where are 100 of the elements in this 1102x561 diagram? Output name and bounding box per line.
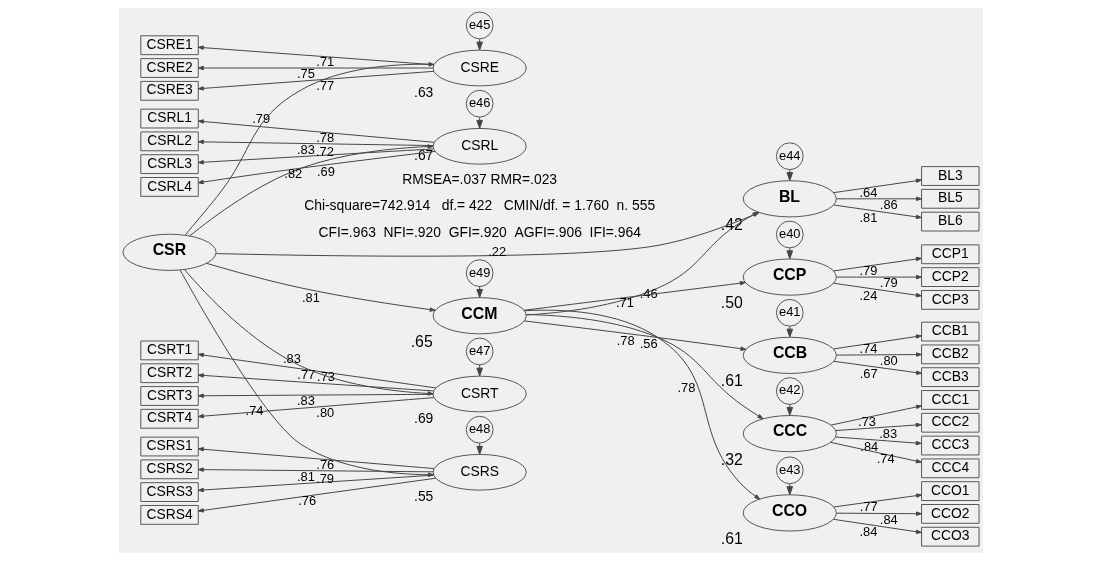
node-box: CSRT2 [140, 363, 199, 384]
node-box: CCC3 [921, 435, 980, 456]
arrow [189, 144, 434, 237]
node-label: .63 [414, 83, 434, 100]
edge-label: .71 [616, 294, 634, 310]
arrow [830, 441, 922, 464]
edge-label: .77 [859, 499, 878, 515]
node-box: CSRS2 [140, 459, 199, 480]
node-box: BL6 [921, 211, 980, 232]
node-label: .55 [414, 488, 434, 505]
edge-label: .84 [879, 511, 898, 527]
arrow [197, 148, 434, 165]
edge-label: .83 [296, 393, 315, 409]
node-label: .42 [720, 215, 743, 233]
arrow [830, 404, 922, 426]
arrow [524, 309, 761, 500]
arrow [197, 139, 434, 147]
edge-label: .77 [316, 78, 335, 94]
node-ellipse: CSRL [432, 127, 527, 165]
edge-label: .78 [616, 332, 635, 348]
node-ellipse: CSR [122, 233, 217, 271]
node-box: CCB2 [921, 344, 980, 365]
arrow [197, 45, 435, 66]
node-box: CCO2 [921, 504, 980, 524]
node-circle: e41 [775, 298, 804, 327]
node-ellipse: CSRT [432, 375, 527, 413]
node-box: CCC4 [921, 458, 980, 479]
edge-label: .86 [879, 197, 898, 213]
arrow [197, 477, 437, 513]
node-label: .50 [720, 293, 743, 311]
arrow [833, 178, 922, 194]
node-box: CCC2 [921, 412, 980, 433]
arrow [476, 442, 483, 455]
edge-label: .22 [488, 243, 507, 259]
edge-label: .71 [316, 54, 335, 70]
arrow [833, 360, 922, 375]
edge-label: .80 [879, 353, 898, 369]
label: RMSEA=.037 RMR=.023 [402, 170, 558, 187]
node-box: CSRL4 [140, 177, 199, 197]
node-box: CSRE1 [140, 35, 199, 56]
node-circle: e49 [465, 259, 494, 287]
edge-label: .78 [316, 129, 335, 145]
node-ellipse: CCM [432, 297, 527, 335]
arrow [184, 269, 434, 396]
node-box: CCB1 [921, 321, 980, 342]
arrow [476, 116, 483, 129]
edge-label: .69 [316, 164, 335, 180]
edge-label: .78 [677, 379, 696, 395]
node-circle: e48 [465, 415, 494, 444]
node-circle: e46 [465, 89, 494, 118]
edge-label: .76 [298, 492, 317, 508]
edge-label: .83 [282, 350, 301, 366]
node-box: CCO3 [921, 526, 980, 547]
edge-label: .83 [879, 425, 898, 441]
node-circle: e40 [775, 220, 804, 249]
arrow [197, 393, 434, 398]
edge-label: .75 [296, 66, 315, 82]
edge-label: .24 [859, 287, 878, 303]
node-box: CCP1 [921, 244, 980, 265]
node-box: CCC1 [921, 390, 980, 410]
arrow [197, 447, 435, 470]
arrow [197, 70, 435, 91]
arrow [833, 256, 922, 272]
arrow [179, 269, 434, 477]
arrow [184, 62, 435, 236]
edge-label: .84 [860, 438, 879, 454]
arrow [836, 352, 922, 357]
node-label: .61 [720, 372, 743, 390]
node-circle: e43 [775, 456, 804, 485]
node-box: CSRT4 [140, 408, 199, 429]
node-box: CSRL1 [140, 108, 199, 129]
node-label: .69 [414, 409, 434, 426]
arrow [833, 204, 922, 220]
node-box: CSRE3 [140, 80, 199, 101]
edge-label: .81 [859, 209, 878, 225]
arrow [833, 518, 922, 534]
arrow [206, 262, 436, 312]
arrow [197, 467, 434, 473]
arrow [197, 150, 436, 185]
label: Chi-square=742.914 df.= 422 CMIN/df. = 1.760 n. 555 [304, 197, 656, 214]
node-box: CCO1 [921, 481, 980, 501]
arrow [197, 352, 437, 389]
arrow [197, 397, 435, 419]
arrow [523, 280, 746, 311]
node-circle: e42 [775, 377, 804, 405]
edge-label: .74 [859, 340, 878, 356]
arrow [833, 282, 922, 298]
edge-label: .73 [858, 413, 877, 429]
node-ellipse: CSRE [432, 49, 527, 87]
arrow [833, 493, 922, 508]
node-box: CSRS1 [140, 436, 199, 457]
edge-label: .79 [316, 470, 335, 486]
edge-label: .64 [859, 184, 878, 200]
node-box: CSRT1 [140, 340, 199, 361]
edge-label: .56 [639, 335, 658, 351]
node-ellipse: CCP [742, 258, 837, 296]
arrow [523, 320, 747, 351]
edge-label: .67 [859, 365, 878, 381]
node-circle: e47 [465, 337, 494, 366]
node-circle: e45 [465, 11, 494, 40]
